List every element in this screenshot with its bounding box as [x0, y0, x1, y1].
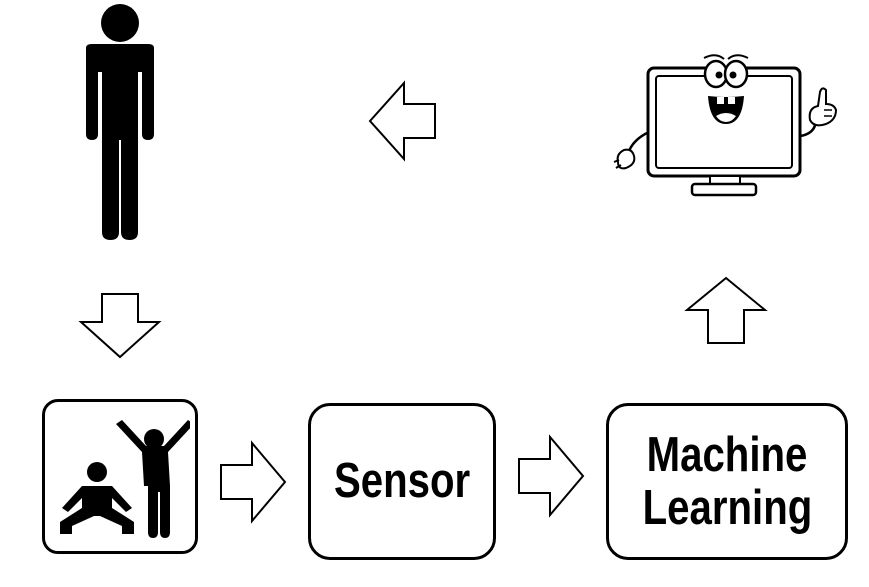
machine-learning-box: Machine Learning: [606, 403, 848, 560]
arrow-up-icon: [684, 276, 768, 344]
ml-label-line2: Learning: [642, 480, 812, 535]
activity-icon: [60, 419, 190, 538]
sensor-label: Sensor: [333, 454, 471, 509]
sensor-box: Sensor: [308, 403, 496, 560]
arrow-down-icon: [78, 293, 162, 359]
person-icon: [86, 4, 154, 240]
activity-box: [42, 399, 198, 554]
arrow-left-icon: [368, 80, 436, 162]
arrow-right-icon: [518, 434, 585, 518]
ml-label-line1: Machine: [646, 427, 808, 482]
arrow-right-icon: [220, 440, 287, 524]
cartoon-monitor-icon: [613, 54, 838, 197]
